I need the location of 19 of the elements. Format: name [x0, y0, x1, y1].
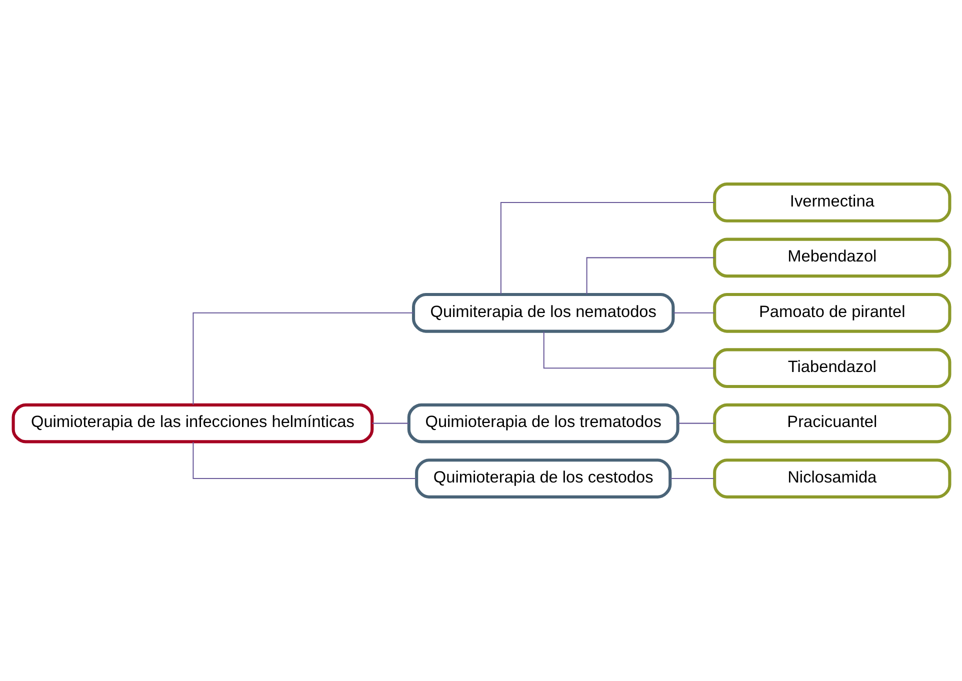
connector [192, 442, 416, 480]
node-box: Quimioterapia de las infecciones helmínticas [11, 403, 374, 444]
connector [672, 312, 714, 314]
node-box: Ivermectina [712, 182, 951, 222]
connector [678, 422, 714, 424]
node-box: Niclosamida [712, 458, 951, 498]
node-box: Quimioterapia de los cestodos [414, 458, 672, 498]
connector [192, 312, 413, 405]
connector [586, 257, 714, 294]
connector [372, 422, 408, 424]
node-box: Pracicuantel [712, 403, 951, 444]
node-box: Quimioterapia de los trematodos [406, 403, 679, 444]
node-box: Mebendazol [712, 238, 951, 278]
node-box: Tiabendazol [712, 348, 951, 388]
connector [500, 202, 714, 294]
connector [670, 478, 714, 480]
connector [542, 332, 714, 369]
node-box: Pamoato de pirantel [712, 292, 951, 333]
node-box: Quimiterapia de los nematodos [411, 292, 674, 333]
